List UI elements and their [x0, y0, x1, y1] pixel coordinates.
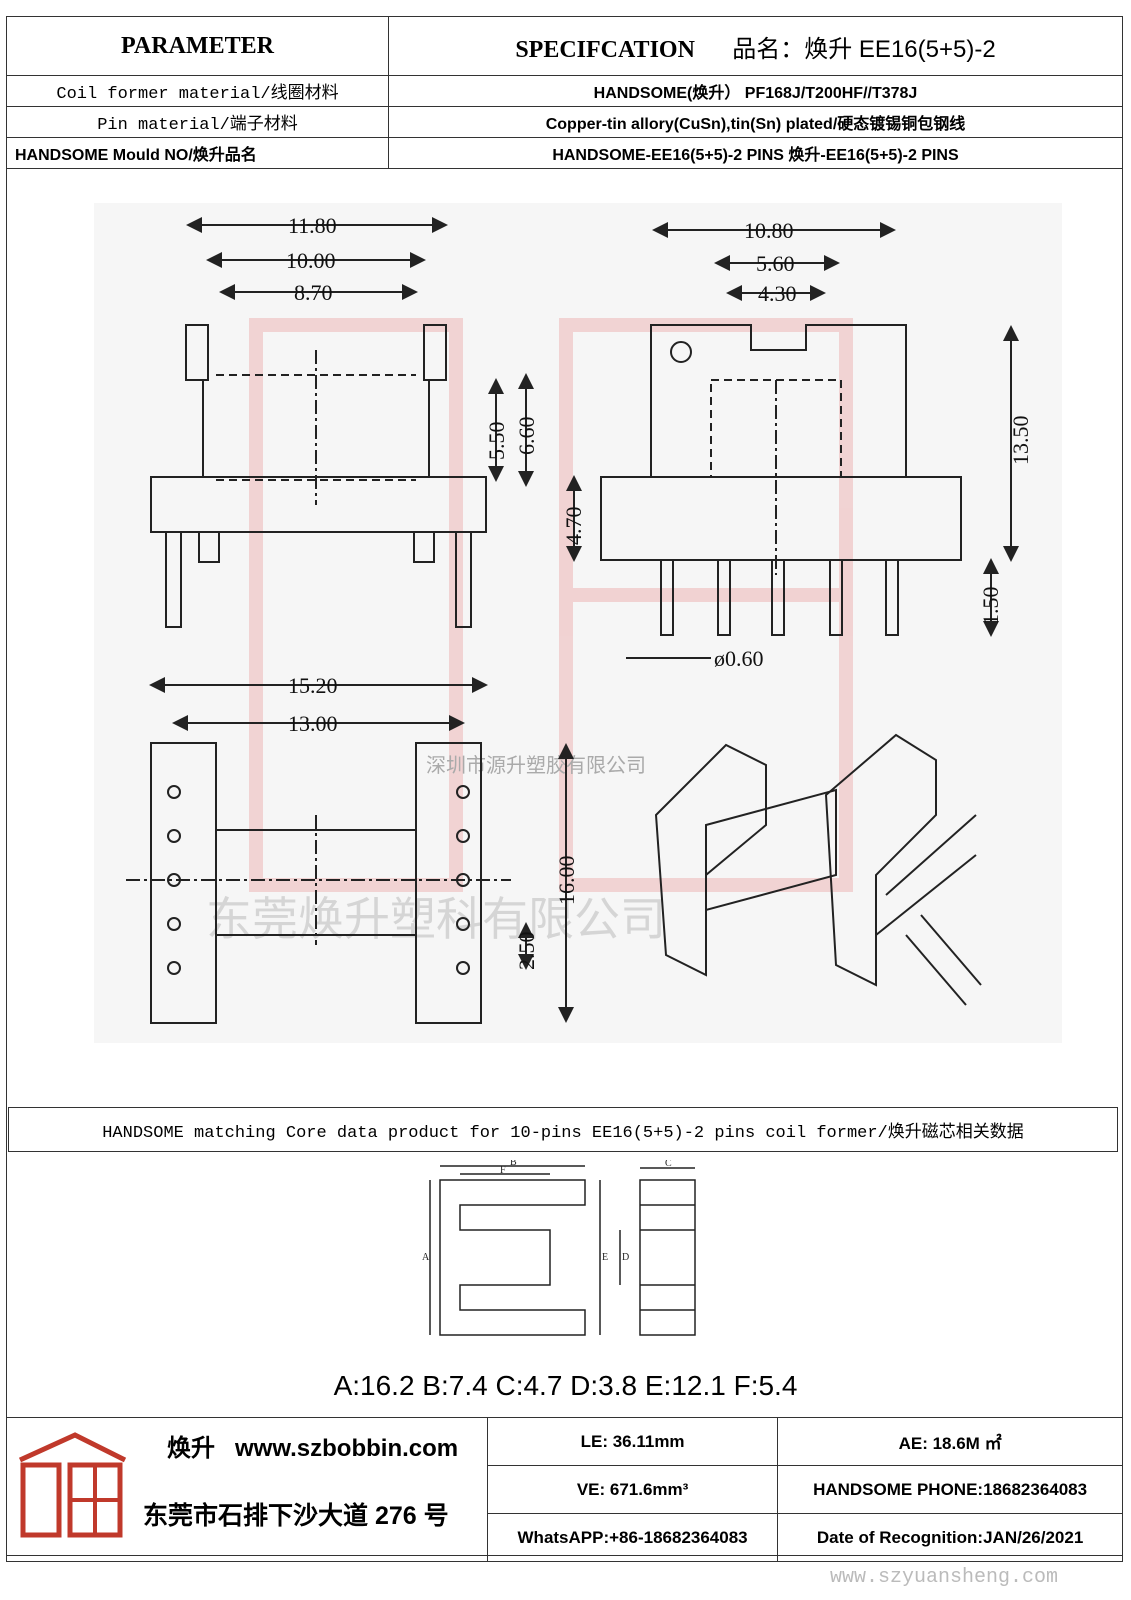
core-letter-a: A — [422, 1252, 430, 1263]
row-value-pin-material: Copper-tin allory(CuSn),tin(Sn) plated/硬… — [388, 106, 1123, 138]
company-logo — [18, 1432, 127, 1538]
watermark-site: www.szyuansheng.com — [830, 1566, 1059, 1589]
isometric-view — [654, 733, 982, 1006]
row-label-mould-no: HANDSOME Mould NO/焕升品名 — [6, 137, 389, 169]
core-letter-d: D — [622, 1252, 629, 1263]
footer-website: www.szbobbin.com — [235, 1435, 459, 1462]
whatsapp-value: WhatsAPP:+86-18682364083 — [486, 1513, 779, 1562]
footer-brand: 焕升 — [167, 1435, 215, 1462]
bobbin-drawing: 深圳市源升塑胶有限公司 东莞焕升塑科有限公司 — [94, 203, 1062, 1043]
row-label-pin-material: Pin material/端子材料 — [6, 106, 389, 138]
dim-n-label: 16.00 — [554, 856, 579, 906]
watermark-company1: 深圳市源升塑胶有限公司 — [426, 754, 646, 777]
watermark-company2: 东莞焕升塑科有限公司 — [206, 893, 666, 945]
dim-i-label: 4.30 — [758, 281, 797, 306]
dim-j-label: 13.50 — [1008, 416, 1033, 466]
core-drawing: A B C D E F — [422, 1160, 696, 1336]
core-section-title: HANDSOME matching Core data product for … — [8, 1107, 1118, 1152]
dim-p-label: 2.50 — [514, 932, 539, 971]
dim-d-label: 15.20 — [288, 673, 338, 698]
row-value-coil-material: HANDSOME(焕升） PF168J/T200HF//T378J — [388, 75, 1123, 107]
dim-pin-length-label: 1.50 — [978, 587, 1003, 626]
product-name: EE16(5+5)-2 — [858, 35, 996, 63]
phone-value: HANDSOME PHONE:18682364083 — [777, 1465, 1123, 1514]
core-side-shape — [639, 1179, 696, 1336]
core-letter-b: B — [510, 1160, 517, 1168]
bottom-view — [126, 742, 511, 1024]
core-letter-c: C — [665, 1160, 672, 1169]
ve-value: VE: 671.6mm³ — [486, 1465, 779, 1514]
dim-c-label: 8.70 — [294, 280, 333, 305]
core-letter-f: F — [500, 1165, 506, 1176]
core-letter-e: E — [602, 1252, 608, 1263]
front-view — [150, 324, 487, 628]
dim-k-label: ø0.60 — [714, 646, 764, 671]
dim-m-label: 13.00 — [288, 711, 338, 736]
row-label-coil-material: Coil former material/线圈材料 — [6, 75, 389, 107]
spec-label: SPECIFCATION — [515, 36, 695, 63]
parameter-heading: PARAMETER — [6, 16, 389, 76]
footer-brand-line: 焕升 www.szbobbin.com — [167, 1428, 458, 1463]
dim-g-label: 10.80 — [744, 218, 794, 243]
footer-company-cell: 焕升 www.szbobbin.com 东莞市石排下沙大道 276 号 — [6, 1417, 488, 1562]
dim-o-label: 5.50 — [484, 422, 509, 461]
core-dimensions: A:16.2 B:7.4 C:4.7 D:3.8 E:12.1 F:5.4 — [333, 1370, 798, 1401]
row-value-mould-no: HANDSOME-EE16(5+5)-2 PINS 焕升-EE16(5+5)-2… — [388, 137, 1123, 169]
dim-b-label: 10.00 — [286, 248, 336, 273]
spec-heading: SPECIFCATION 品名：焕升 EE16(5+5)-2 — [388, 16, 1123, 76]
footer-table: 焕升 www.szbobbin.com 东莞市石排下沙大道 276 号 LE: … — [6, 1417, 1123, 1562]
spec-table: PARAMETER SPECIFCATION 品名：焕升 EE16(5+5)-2… — [6, 16, 1123, 169]
date-value: Date of Recognition:JAN/26/2021 — [777, 1513, 1123, 1562]
product-name-label: 品名：焕升 — [732, 35, 853, 63]
ae-value: AE: 18.6M ㎡ — [777, 1417, 1123, 1466]
e-core-shape — [439, 1179, 586, 1336]
le-value: LE: 36.11mm — [486, 1417, 779, 1466]
side-view — [600, 324, 962, 636]
dim-h-label: 5.60 — [756, 251, 795, 276]
dim-e-label: 6.60 — [514, 417, 539, 456]
dim-a-label: 11.80 — [288, 213, 337, 238]
dim-f-label: 4.70 — [561, 507, 586, 546]
footer-address: 东莞市石排下沙大道 276 号 — [143, 1502, 449, 1530]
